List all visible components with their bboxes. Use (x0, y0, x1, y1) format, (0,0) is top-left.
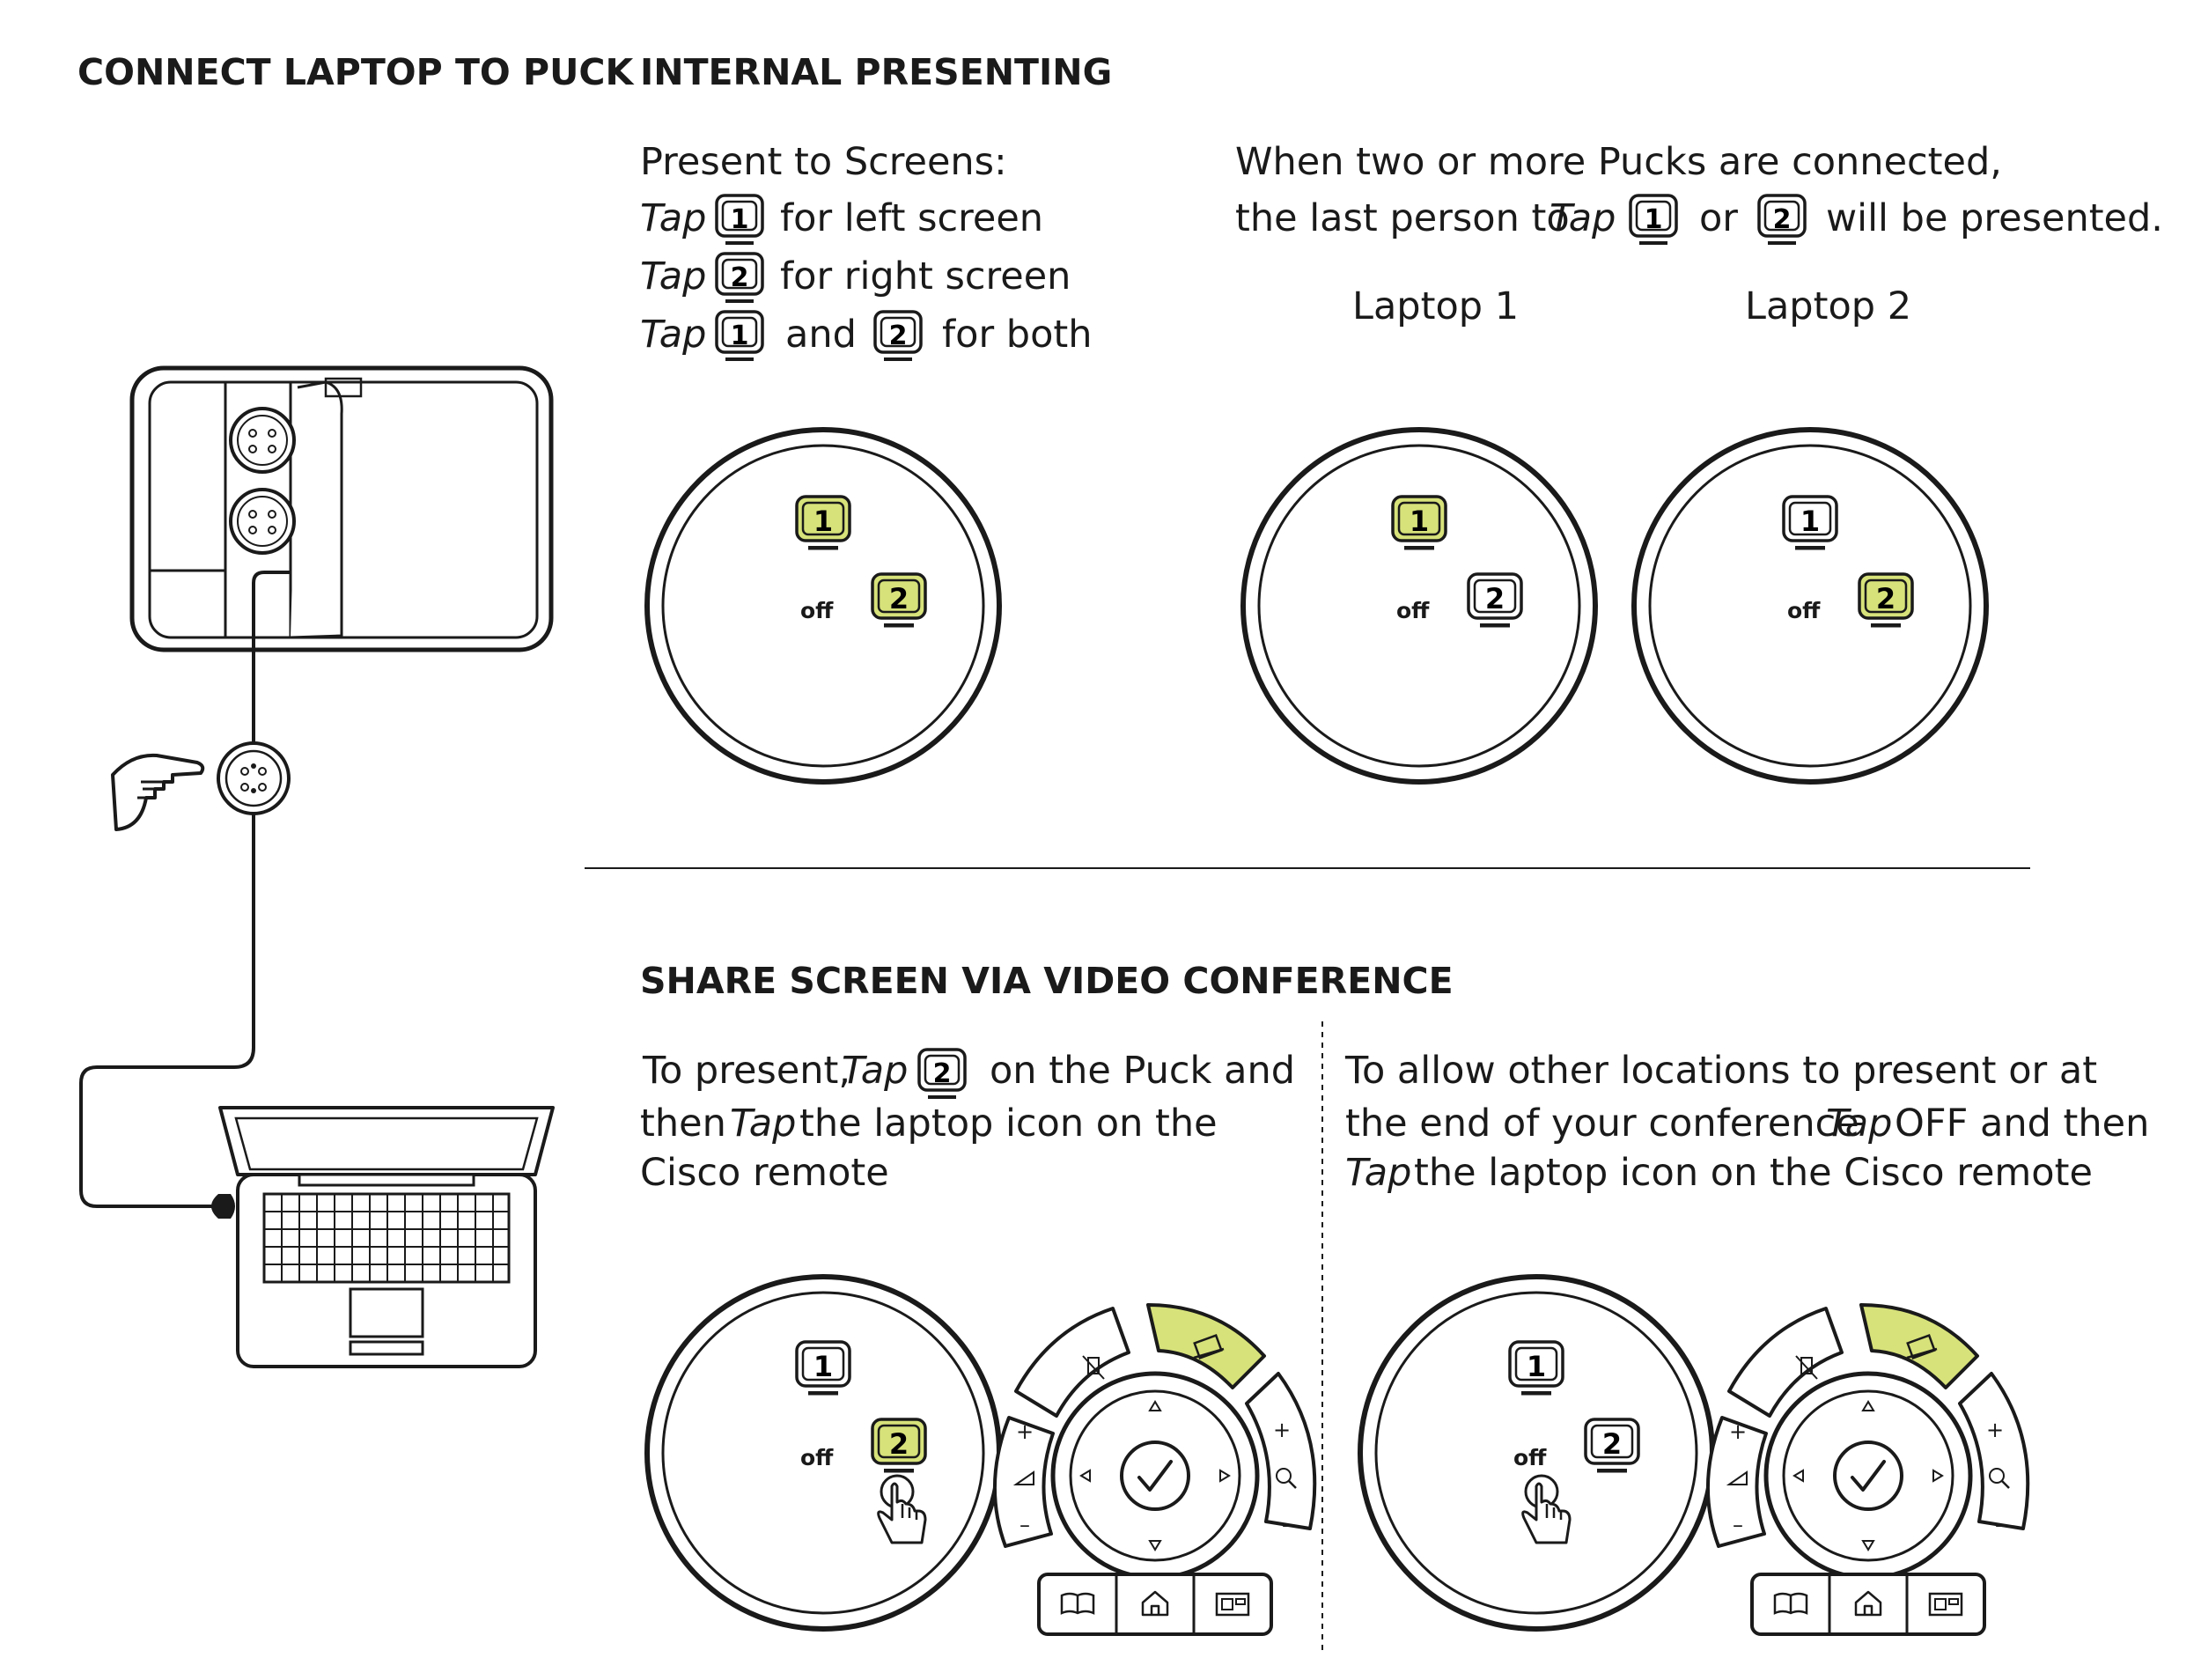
svg-text:1: 1 (813, 1350, 833, 1383)
cable-connector (217, 741, 291, 815)
zoom-icon: +– (1273, 1418, 1297, 1537)
tap-label-2: Tap (640, 254, 706, 298)
svg-text:2: 2 (933, 1058, 952, 1089)
tap-label-7: Tap (1826, 1102, 1892, 1146)
off-label: off (800, 1445, 834, 1470)
svg-text:2: 2 (1876, 582, 1896, 615)
cisco-remote-right: +– +– (1708, 1305, 2028, 1634)
svg-text:1: 1 (1800, 505, 1820, 538)
mute-mic-icon (1082, 1355, 1105, 1380)
share-left-2a: then (640, 1102, 726, 1146)
svg-text:2: 2 (889, 582, 909, 615)
laptop-share-icon (1906, 1334, 1938, 1360)
share-right-1: To allow other locations to present or a… (1344, 1049, 2097, 1093)
or-text: or (1699, 196, 1738, 240)
share-left-1b: on the Puck and (990, 1049, 1295, 1093)
share-right-2b: OFF and then (1895, 1102, 2149, 1146)
heading-connect: CONNECT LAPTOP TO PUCK (77, 51, 635, 93)
svg-text:+: + (1729, 1419, 1747, 1444)
laptop-illustration (218, 1106, 555, 1368)
svg-text:1: 1 (1410, 505, 1429, 538)
svg-text:+: + (1016, 1419, 1034, 1444)
heading-internal: INTERNAL PRESENTING (640, 51, 1112, 93)
cisco-remote-left: +– +– (995, 1305, 1314, 1634)
screen-2-icon: 2 (1757, 194, 1807, 247)
svg-text:–: – (1733, 1513, 1743, 1537)
hand-pointer-icon (111, 753, 205, 831)
multi-line-2b: will be presented. (1826, 196, 2163, 240)
tap-label-6: Tap (730, 1102, 796, 1146)
puck-laptop-1: 1 2 off (1243, 430, 1595, 782)
and-text: and (785, 313, 857, 357)
puck-both-screens: 1 2 off (647, 430, 999, 782)
off-label: off (1513, 1445, 1547, 1470)
svg-text:1: 1 (731, 204, 749, 235)
screen-2-icon: 2 (873, 310, 923, 363)
puck-laptop-2: 1 2 off (1634, 430, 1986, 782)
svg-text:2: 2 (889, 321, 908, 351)
tap-label-1: Tap (640, 196, 706, 240)
puck-share-present: 1 2 off (647, 1277, 999, 1629)
puck-base-unit (129, 365, 554, 652)
screen-1-icon: 1 (1629, 194, 1678, 247)
screen-2-icon: 2 (715, 252, 764, 305)
multi-line-1: When two or more Pucks are connected, (1235, 140, 2002, 184)
cable-lower (79, 808, 255, 1208)
tap-label-5: Tap (842, 1049, 908, 1093)
screen-2-icon: 2 (917, 1048, 967, 1101)
layout-icon (1928, 1592, 1963, 1617)
share-left-3: Cisco remote (640, 1151, 889, 1195)
puck-share-off: 1 2 off (1360, 1277, 1712, 1629)
svg-text:2: 2 (1485, 582, 1505, 615)
svg-text:1: 1 (813, 505, 833, 538)
volume-icon: +– (1012, 1419, 1034, 1537)
share-left-1a: To present, (642, 1049, 850, 1093)
laptop-share-icon (1193, 1334, 1225, 1360)
multi-line-2a: the last person to (1235, 196, 1570, 240)
off-label: off (1787, 598, 1821, 623)
svg-text:–: – (1282, 1513, 1292, 1537)
share-right-3b: the laptop icon on the Cisco remote (1414, 1151, 2093, 1195)
svg-text:2: 2 (731, 262, 749, 293)
volume-icon: +– (1726, 1419, 1748, 1537)
phonebook-icon (1773, 1592, 1808, 1615)
both-text: for both (942, 313, 1093, 357)
off-label: off (800, 598, 834, 623)
svg-text:1: 1 (1645, 204, 1663, 235)
svg-text:2: 2 (1773, 204, 1792, 235)
svg-text:+: + (1273, 1418, 1291, 1442)
svg-text:1: 1 (731, 321, 749, 351)
phonebook-icon (1060, 1592, 1095, 1615)
share-left-2b: the laptop icon on the (799, 1102, 1218, 1146)
laptop-1-label: Laptop 1 (1352, 284, 1519, 328)
right-screen-text: for right screen (780, 254, 1071, 298)
svg-text:–: – (1995, 1513, 2006, 1537)
heading-share: SHARE SCREEN VIA VIDEO CONFERENCE (640, 960, 1454, 1002)
layout-icon (1215, 1592, 1250, 1617)
zoom-icon: +– (1986, 1418, 2010, 1537)
screen-1-icon: 1 (715, 194, 764, 247)
screen-1-icon: 1 (715, 310, 764, 363)
off-label: off (1396, 598, 1430, 623)
laptop-plug (211, 1194, 235, 1219)
svg-text:1: 1 (1527, 1350, 1546, 1383)
cable-upper (252, 571, 291, 748)
laptop-2-label: Laptop 2 (1745, 284, 1911, 328)
home-icon (1854, 1590, 1882, 1617)
svg-text:2: 2 (889, 1427, 909, 1461)
tap-label-3: Tap (640, 313, 706, 357)
svg-text:2: 2 (1602, 1427, 1622, 1461)
mute-mic-icon (1795, 1355, 1818, 1380)
share-right-2a: the end of your conference (1345, 1102, 1859, 1146)
internal-intro: Present to Screens: (640, 140, 1007, 184)
home-icon (1141, 1590, 1169, 1617)
tap-label-8: Tap (1345, 1151, 1411, 1195)
svg-text:–: – (1020, 1513, 1030, 1537)
left-screen-text: for left screen (780, 196, 1043, 240)
tap-label-4: Tap (1550, 196, 1616, 240)
svg-text:+: + (1986, 1418, 2004, 1442)
